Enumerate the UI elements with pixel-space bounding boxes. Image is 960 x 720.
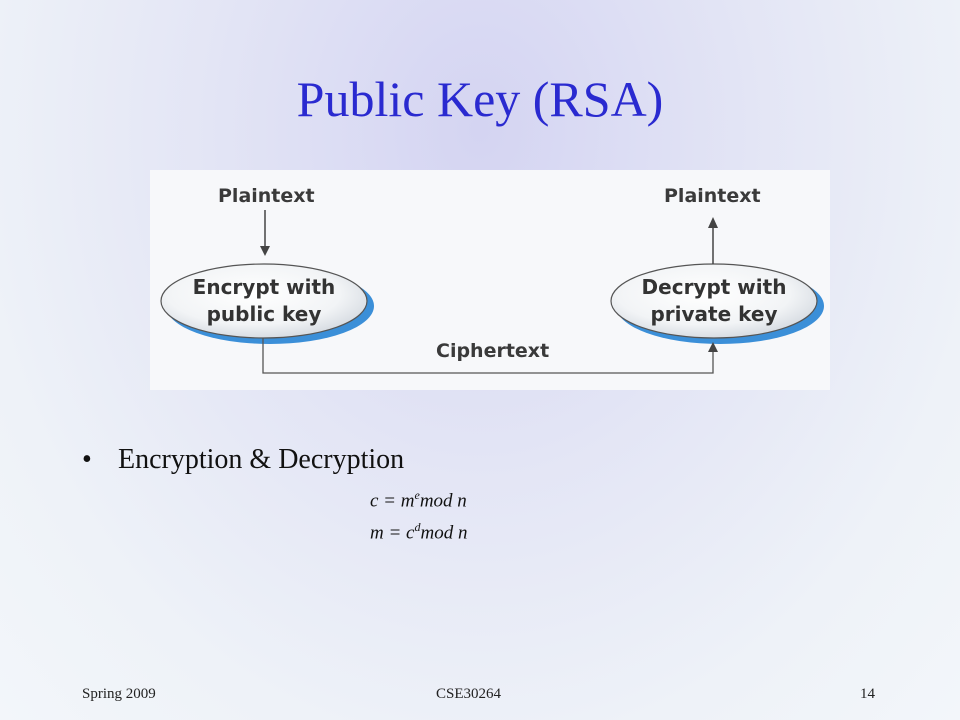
arrowhead-up — [708, 217, 718, 228]
encrypt-line2: public key — [206, 302, 322, 326]
formula2-lhs: m = c — [370, 522, 415, 544]
decrypt-node — [610, 263, 818, 339]
formula2-rhs: mod n — [420, 522, 468, 544]
decrypt-line1: Decrypt with — [641, 275, 787, 299]
footer-date: Spring 2009 — [82, 686, 156, 702]
decrypt-line2: private key — [650, 302, 778, 326]
diagram-graphics — [160, 210, 824, 374]
encrypt-node — [160, 263, 368, 339]
formula1-rhs: mod n — [419, 490, 467, 512]
formula-decryption: m = cdmod n — [370, 520, 467, 544]
footer-course: CSE30264 — [436, 686, 502, 702]
formula2-exponent: d — [414, 520, 421, 534]
ciphertext-path — [262, 338, 714, 374]
plaintext-output-label: Plaintext — [664, 185, 761, 207]
slide-title: Public Key (RSA) — [296, 71, 664, 127]
decrypt-node-label: Decrypt with private key — [614, 274, 814, 328]
bullet-heading: Encryption & Decryption — [118, 444, 405, 475]
footer-page-number: 14 — [860, 686, 875, 702]
arrowhead-ciphertext — [708, 342, 718, 352]
formula1-exponent: e — [414, 488, 420, 502]
ciphertext-label: Ciphertext — [436, 340, 550, 362]
encrypt-line1: Encrypt with — [192, 275, 336, 299]
rsa-diagram: Plaintext Plaintext Encrypt with public … — [150, 170, 830, 390]
arrowhead-down — [260, 246, 270, 256]
formula-encryption: c = memod n — [370, 488, 467, 512]
encrypt-node-label: Encrypt with public key — [164, 274, 364, 328]
formula1-lhs: c = m — [370, 490, 415, 512]
bullet-item: • Encryption & Decryption — [82, 444, 404, 476]
bullet-dot: • — [82, 444, 92, 475]
plaintext-input-label: Plaintext — [218, 185, 315, 207]
